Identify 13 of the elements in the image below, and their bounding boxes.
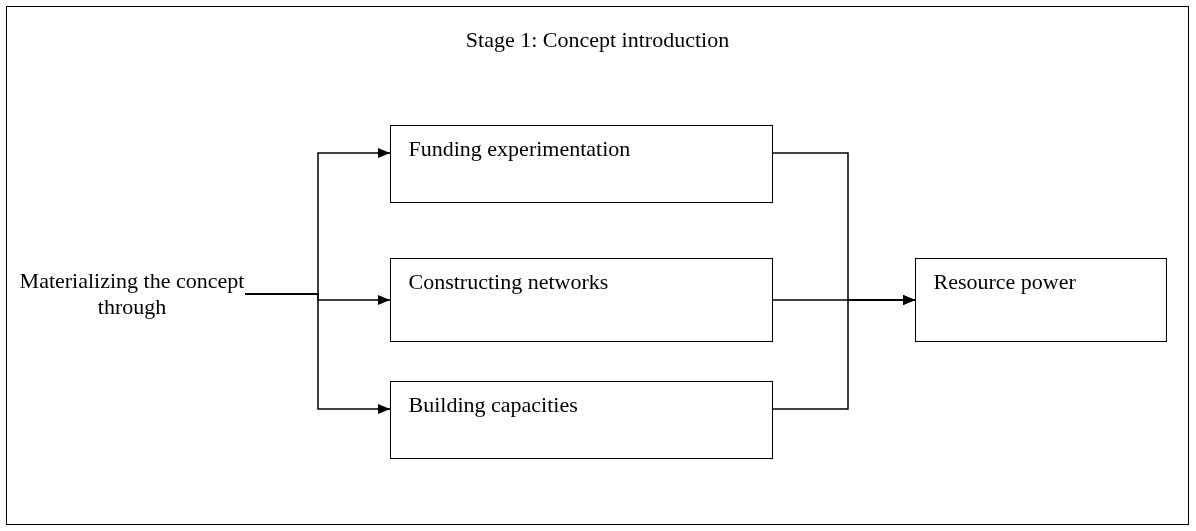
process-box <box>389 380 773 459</box>
node-label: Funding experimentation <box>408 135 631 161</box>
node-label: Building capacities <box>408 391 578 417</box>
process-box <box>389 257 773 342</box>
arrow <box>772 295 916 410</box>
arrow <box>244 293 391 414</box>
process-box <box>389 124 773 203</box>
node-label: Materializing the concept through <box>19 267 245 320</box>
stage-frame <box>6 6 1189 525</box>
frame-title: Stage 1: Concept introduction <box>465 27 730 53</box>
process-box <box>914 257 1167 342</box>
node-label: Constructing networks <box>408 268 609 294</box>
node-label: Resource power <box>933 268 1076 294</box>
